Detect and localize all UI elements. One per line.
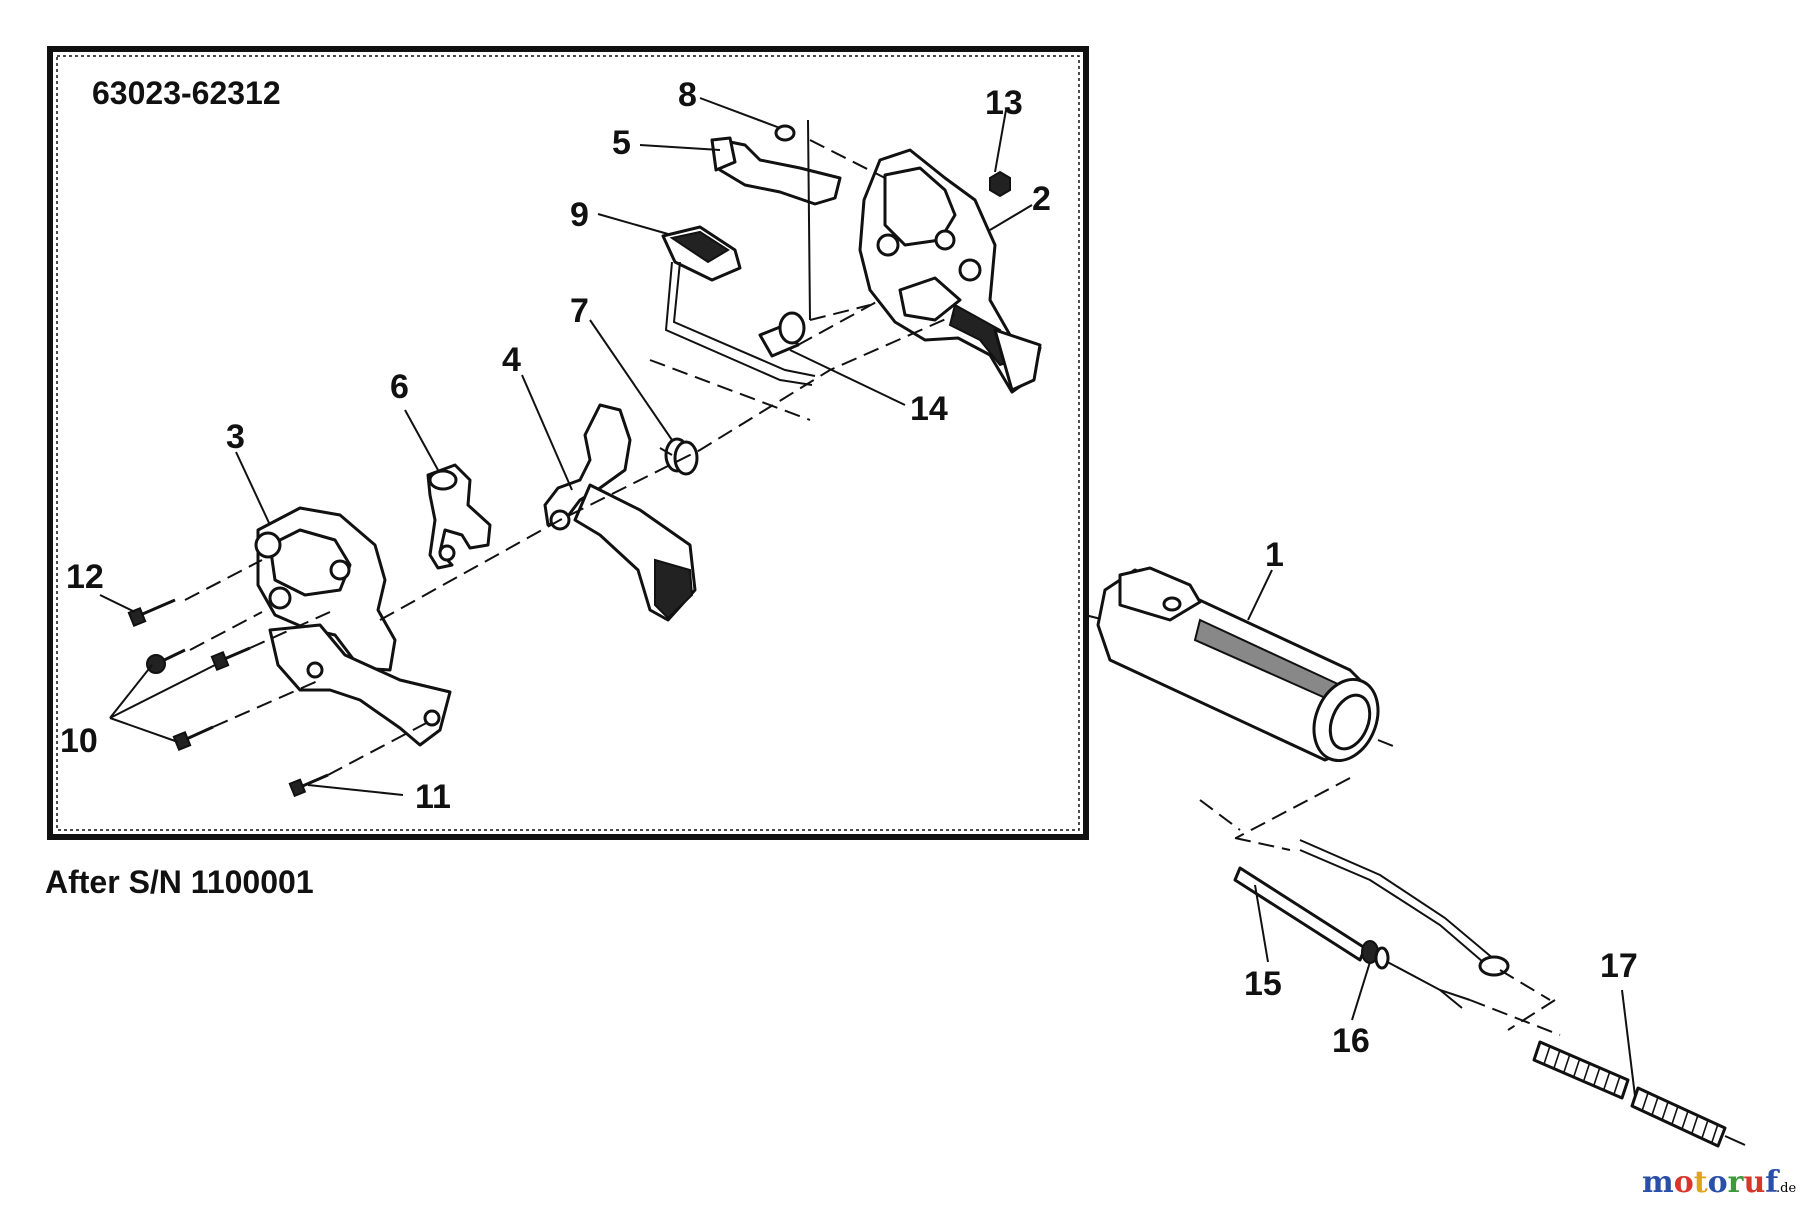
leader-lines <box>99 97 1636 1097</box>
part-6-lever <box>426 463 492 570</box>
watermark-letter: o <box>1674 1165 1694 1200</box>
callout-3: 3 <box>226 418 245 456</box>
callout-17: 17 <box>1600 947 1638 985</box>
part-2-housing-right <box>858 148 1042 394</box>
watermark-letter: u <box>1743 1165 1765 1200</box>
watermark-letter: f <box>1765 1165 1780 1200</box>
callout-12: 12 <box>66 558 104 596</box>
part-8-ring <box>774 124 796 142</box>
watermark-suffix: .de <box>1776 1181 1796 1196</box>
part-9-switch <box>661 225 816 386</box>
part-12-screw <box>127 598 176 628</box>
inset-frame <box>47 46 1089 840</box>
cable-dashed-lines <box>1199 777 1561 1036</box>
part-14-pin <box>758 311 806 358</box>
watermark-letter: o <box>1708 1165 1728 1200</box>
callout-7: 7 <box>570 292 589 330</box>
part-13-nut <box>989 170 1011 198</box>
watermark-letter: t <box>1694 1165 1708 1200</box>
callout-labels: 1 2 3 4 5 6 7 8 9 10 11 12 13 14 15 16 1… <box>60 76 1638 1060</box>
serial-note-label: After S/N 1100001 <box>45 864 314 900</box>
callout-10: 10 <box>60 722 98 760</box>
part-17-springs <box>1532 1040 1746 1148</box>
callout-11: 11 <box>415 778 451 816</box>
model-range-label: 63023-62312 <box>92 75 281 111</box>
callout-1: 1 <box>1265 536 1284 574</box>
callout-14: 14 <box>910 390 948 428</box>
callout-4: 4 <box>502 341 521 379</box>
part-1-handle-grip <box>1084 566 1399 763</box>
part-3-housing-left <box>254 506 452 747</box>
callout-9: 9 <box>570 196 589 234</box>
part-10-screws <box>146 646 251 752</box>
watermark-logo: motoruf .de <box>1642 1165 1796 1200</box>
callout-13: 13 <box>985 84 1023 122</box>
assembly-lines <box>184 119 956 776</box>
callout-15: 15 <box>1244 965 1282 1003</box>
watermark-letter: r <box>1728 1165 1745 1200</box>
watermark-letter: m <box>1642 1165 1674 1200</box>
callout-6: 6 <box>390 368 409 406</box>
part-7-spring <box>659 437 699 476</box>
callout-2: 2 <box>1032 180 1051 218</box>
svg-text:motoruf: motoruf <box>1642 1165 1780 1200</box>
part-4-trigger <box>543 403 697 622</box>
callout-16: 16 <box>1332 1022 1370 1060</box>
part-11-screw <box>288 773 329 798</box>
part-5-lock-lever <box>710 136 842 206</box>
callout-5: 5 <box>612 124 631 162</box>
part-15-cable <box>1233 839 1510 1009</box>
callout-8: 8 <box>678 76 697 114</box>
part-16-cable-nut <box>1361 940 1390 970</box>
